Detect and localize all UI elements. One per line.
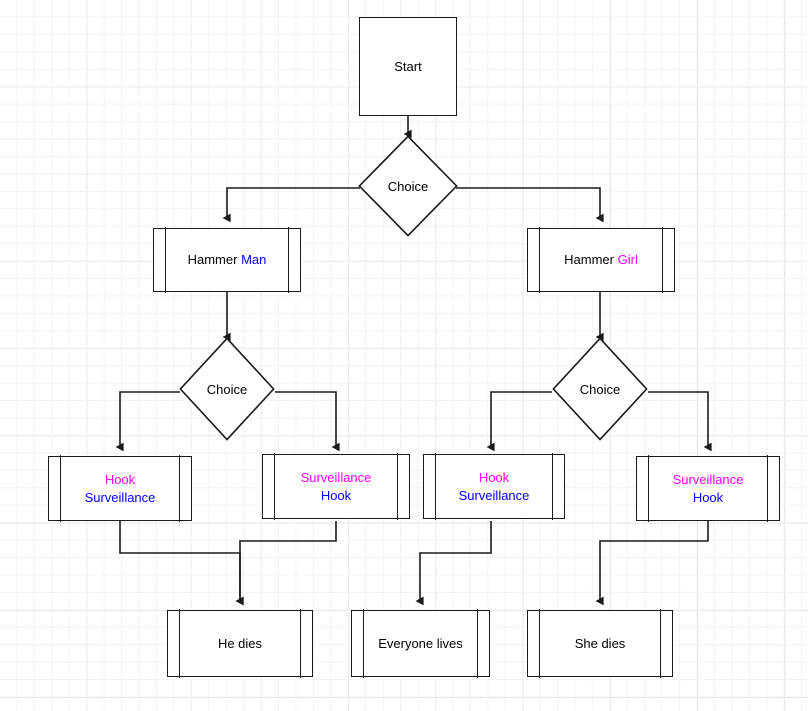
- node-she-dies-label: She dies: [574, 635, 626, 651]
- node-surveillance-hook-right[interactable]: Surveillance Hook: [636, 455, 780, 522]
- node-he-dies-label: He dies: [217, 635, 263, 651]
- hammer-girl-text-black: Hammer: [564, 252, 614, 268]
- node-choice-top[interactable]: Choice: [358, 135, 458, 237]
- node-choice-left[interactable]: Choice: [179, 337, 275, 441]
- surveillance-hook-right-line1: Surveillance: [672, 471, 744, 487]
- node-hook-surveillance-left-label: Hook Surveillance: [85, 471, 156, 506]
- edge-choice-right-to-surveillance-hook: [648, 391, 712, 452]
- node-hook-surveillance-right-label: Hook Surveillance: [459, 469, 530, 504]
- node-hammer-man-label: Hammer Man: [188, 251, 267, 269]
- edge-choice-top-to-hammer-girl: [456, 187, 604, 223]
- node-choice-top-label: Choice: [387, 178, 429, 194]
- node-hook-surveillance-left[interactable]: Hook Surveillance: [48, 455, 192, 522]
- node-surveillance-hook-right-label: Surveillance Hook: [673, 471, 744, 506]
- hammer-girl-text-colored: Girl: [617, 252, 638, 268]
- hammer-man-text-colored: Man: [241, 252, 267, 268]
- surveillance-hook-left-line2: Hook: [320, 487, 352, 503]
- diamond-shape: [552, 337, 648, 441]
- node-she-dies[interactable]: She dies: [527, 609, 673, 678]
- node-hook-surveillance-right[interactable]: Hook Surveillance: [423, 453, 565, 520]
- surveillance-hook-left-line1: Surveillance: [300, 469, 372, 485]
- node-everyone-lives[interactable]: Everyone lives: [351, 609, 490, 678]
- edge-surveillance-hook-left-to-he-dies: [235, 521, 337, 606]
- node-surveillance-hook-left[interactable]: Surveillance Hook: [262, 453, 410, 520]
- diamond-shape: [358, 135, 458, 237]
- node-everyone-lives-label: Everyone lives: [378, 635, 463, 651]
- node-hammer-girl[interactable]: Hammer Girl: [527, 227, 675, 293]
- hook-surveillance-left-line1: Hook: [104, 471, 136, 487]
- node-choice-right[interactable]: Choice: [552, 337, 648, 441]
- node-start-label: Start: [394, 58, 422, 74]
- node-hammer-girl-label: Hammer Girl: [564, 251, 638, 269]
- node-surveillance-hook-left-label: Surveillance Hook: [301, 469, 372, 504]
- node-choice-right-label: Choice: [579, 381, 621, 397]
- edge-choice-left-to-hook-surveillance: [115, 391, 180, 452]
- node-he-dies[interactable]: He dies: [167, 609, 313, 678]
- edge-hook-surveillance-left-to-he-dies: [119, 521, 244, 606]
- edge-choice-left-to-surveillance-hook: [275, 391, 340, 452]
- hook-surveillance-right-line1: Hook: [478, 469, 510, 485]
- node-start[interactable]: Start: [359, 17, 457, 116]
- edge-choice-top-to-hammer-man: [222, 187, 360, 223]
- edge-choice-right-to-hook-surveillance: [486, 391, 552, 452]
- surveillance-hook-right-line2: Hook: [692, 489, 724, 505]
- hammer-man-text-black: Hammer: [187, 252, 238, 268]
- diamond-shape: [179, 337, 275, 441]
- hook-surveillance-left-line2: Surveillance: [84, 489, 156, 505]
- hook-surveillance-right-line2: Surveillance: [458, 487, 530, 503]
- edge-hook-surveillance-right-to-everyone-lives: [415, 521, 492, 606]
- node-choice-left-label: Choice: [206, 381, 248, 397]
- edge-surveillance-hook-right-to-she-dies: [595, 521, 709, 606]
- node-hammer-man[interactable]: Hammer Man: [153, 227, 301, 293]
